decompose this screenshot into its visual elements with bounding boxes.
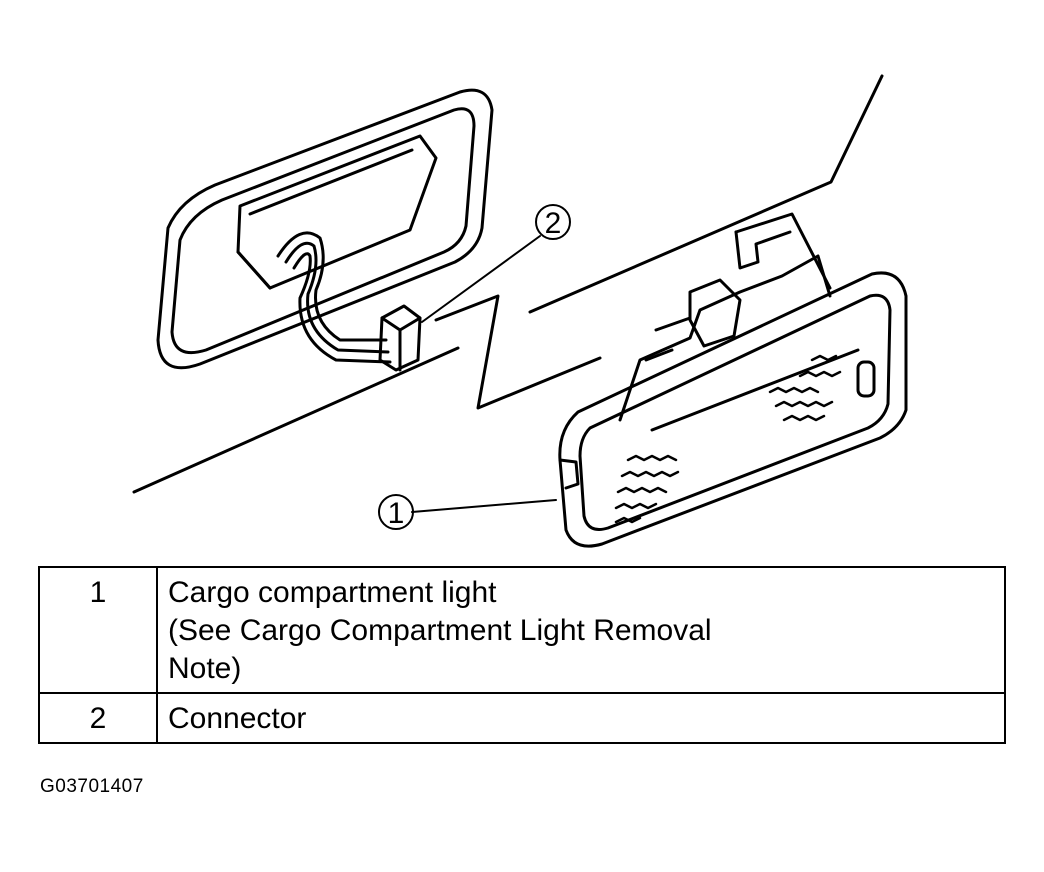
- callout-2-circle: [535, 204, 571, 240]
- legend-number: 1: [38, 566, 158, 694]
- lens-grille-texture: [614, 354, 842, 524]
- connector: [378, 304, 422, 372]
- callout-1-leader: [411, 499, 557, 513]
- panel-break-line: [132, 74, 884, 494]
- callout-2-leader: [421, 235, 541, 323]
- callout-2-label: 2: [545, 207, 562, 240]
- legend-row: 2 Connector: [38, 692, 1006, 744]
- callout-1-circle: [378, 494, 414, 530]
- legend-table: 1 Cargo compartment light (See Cargo Com…: [38, 566, 1006, 744]
- legend-number: 2: [38, 692, 158, 744]
- legend-description-line: Note): [168, 652, 242, 685]
- legend-description-line: (See Cargo Compartment Light Removal: [168, 614, 712, 647]
- trim-panel-opening: [156, 88, 494, 370]
- exploded-view-illustration: 2 1: [132, 74, 908, 548]
- callout-1-label: 1: [388, 497, 405, 530]
- wiring-harness: [276, 231, 392, 364]
- legend-description: Connector: [156, 692, 1006, 744]
- legend-description-line: Connector: [168, 702, 307, 735]
- legend-description-line: Cargo compartment light: [168, 576, 497, 609]
- legend-description: Cargo compartment light (See Cargo Compa…: [156, 566, 1006, 694]
- cargo-light-unit: [558, 212, 908, 548]
- figure-id: G03701407: [40, 776, 144, 797]
- legend-row: 1 Cargo compartment light (See Cargo Com…: [38, 566, 1006, 694]
